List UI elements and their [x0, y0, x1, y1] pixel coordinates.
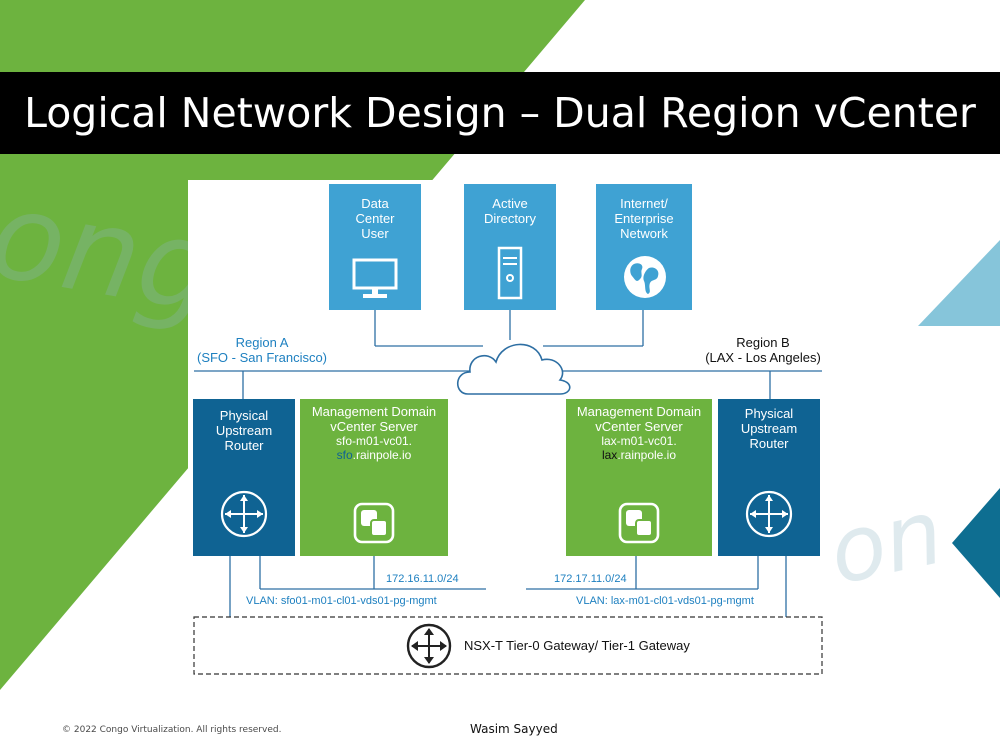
region-b-router-box: Physical Upstream Router [718, 399, 820, 556]
region-b-vcenter-host: lax-m01-vc01. lax.rainpole.io [566, 434, 712, 462]
footer-copyright: © 2022 Congo Virtualization. All rights … [62, 725, 282, 735]
region-a-router-box: Physical Upstream Router [193, 399, 295, 556]
region-a-host-site: sfo [336, 448, 353, 462]
region-b-subnet: 172.17.11.0/24 [554, 573, 627, 585]
title-bar: Logical Network Design – Dual Region vCe… [0, 72, 1000, 154]
data-center-user-label: Data Center User [355, 196, 395, 241]
region-b-host-domain: .rainpole.io [617, 448, 677, 462]
globe-icon [624, 256, 666, 298]
region-a-vcenter-title: Management Domain vCenter Server [311, 404, 437, 434]
vsphere-icon [353, 502, 395, 544]
region-a-subnet: 172.16.11.0/24 [386, 573, 459, 585]
network-diagram: Data Center User Active Directory Intern… [188, 180, 834, 678]
router-icon [745, 490, 793, 538]
server-tower-icon [497, 246, 523, 300]
footer-author: Wasim Sayyed [470, 722, 558, 736]
slide-title: Logical Network Design – Dual Region vCe… [24, 89, 976, 137]
region-a-host-prefix: sfo-m01-vc01. [335, 434, 413, 448]
region-a-site: (SFO - San Francisco) [196, 350, 328, 365]
region-b-label: Region B (LAX - Los Angeles) [696, 335, 830, 365]
region-b-site: (LAX - Los Angeles) [705, 350, 821, 365]
region-b-router-label: Physical Upstream Router [740, 406, 798, 451]
region-a-vcenter-host: sfo-m01-vc01. sfo.rainpole.io [300, 434, 448, 462]
region-b-name: Region B [736, 335, 790, 350]
region-a-router-label: Physical Upstream Router [215, 408, 273, 453]
internet-enterprise-label: Internet/ Enterprise Network [614, 196, 674, 241]
region-b-vcenter-box: Management Domain vCenter Server lax-m01… [566, 399, 712, 556]
region-b-host-prefix: lax-m01-vc01. [601, 434, 677, 448]
monitor-icon [352, 258, 398, 298]
region-b-vlan: VLAN: lax-m01-cl01-vds01-pg-mgmt [576, 595, 754, 607]
vsphere-icon [618, 502, 660, 544]
gateway-container [193, 616, 823, 675]
teal-triangle-right [952, 488, 1000, 598]
accent-triangle-right [918, 240, 1000, 326]
region-a-vlan: VLAN: sfo01-m01-cl01-vds01-pg-mgmt [246, 595, 437, 607]
region-a-name: Region A [235, 335, 289, 350]
region-a-host-domain: .rainpole.io [352, 448, 412, 462]
region-b-vcenter-title: Management Domain vCenter Server [576, 404, 702, 434]
region-a-label: Region A (SFO - San Francisco) [192, 335, 332, 365]
connection-lines [193, 310, 823, 675]
active-directory-box: Active Directory [464, 184, 556, 310]
data-center-user-box: Data Center User [329, 184, 421, 310]
region-a-vcenter-box: Management Domain vCenter Server sfo-m01… [300, 399, 448, 556]
gateway-router-icon [406, 623, 452, 669]
gateway-label: NSX-T Tier-0 Gateway/ Tier-1 Gateway [464, 638, 690, 653]
active-directory-label: Active Directory [483, 196, 536, 226]
internet-enterprise-box: Internet/ Enterprise Network [596, 184, 692, 310]
region-b-host-site: lax [601, 448, 618, 462]
cloud-icon [456, 343, 571, 395]
router-icon [220, 490, 268, 538]
